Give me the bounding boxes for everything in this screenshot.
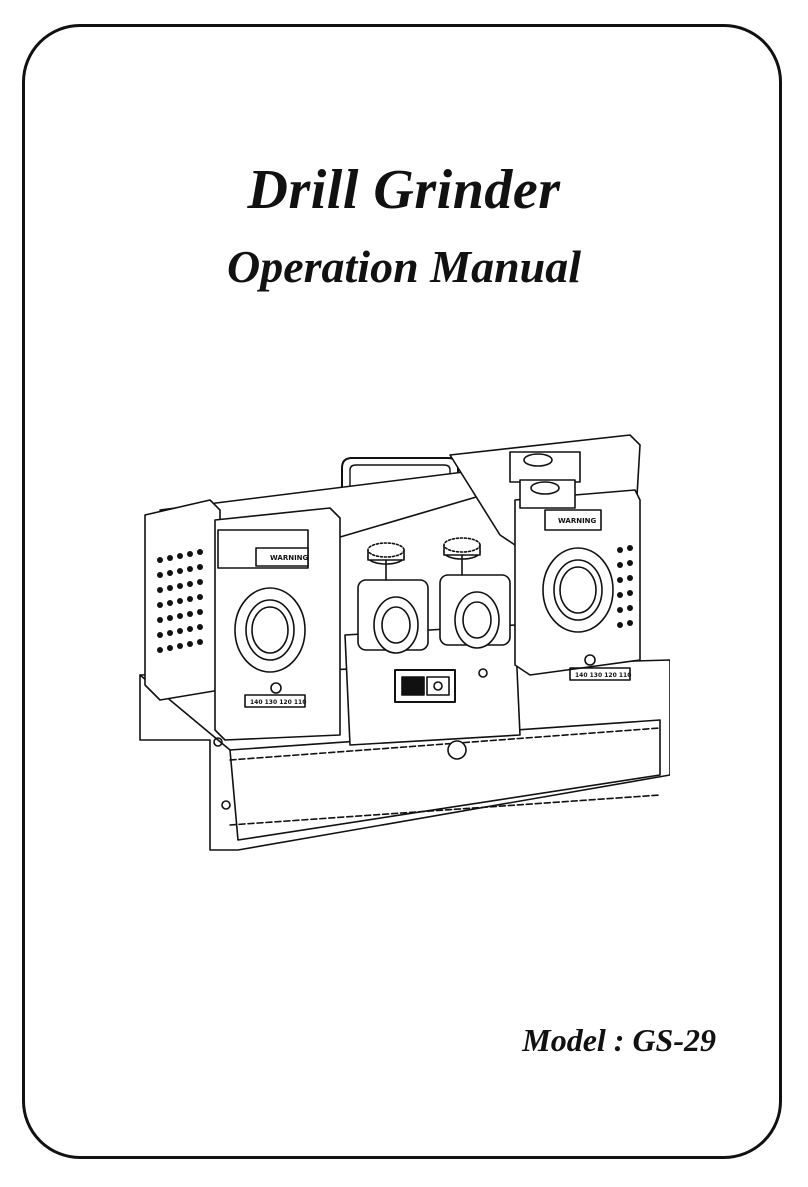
center-drill-holders [344, 537, 521, 746]
model-number: Model : GS-29 [522, 1022, 716, 1058]
vent-holes-right [617, 545, 633, 628]
warning-label-left: WARNING [270, 554, 309, 562]
scale-label-left: 140 130 120 110 [250, 699, 306, 706]
page-border [22, 24, 782, 1159]
manual-subtitle: Operation Manual [226, 241, 582, 292]
scale-label-right: 140 130 120 110 [575, 672, 631, 679]
manual-title: Drill Grinder [247, 159, 561, 221]
left-grinding-housing: WARNING 140 130 120 110 [144, 499, 341, 741]
vent-holes-left [157, 549, 203, 653]
warning-label-right: WARNING [558, 517, 597, 525]
drill-grinder-illustration: WARNING 140 130 120 110 [130, 430, 670, 860]
right-grinding-housing: WARNING 140 130 120 110 [449, 434, 641, 681]
